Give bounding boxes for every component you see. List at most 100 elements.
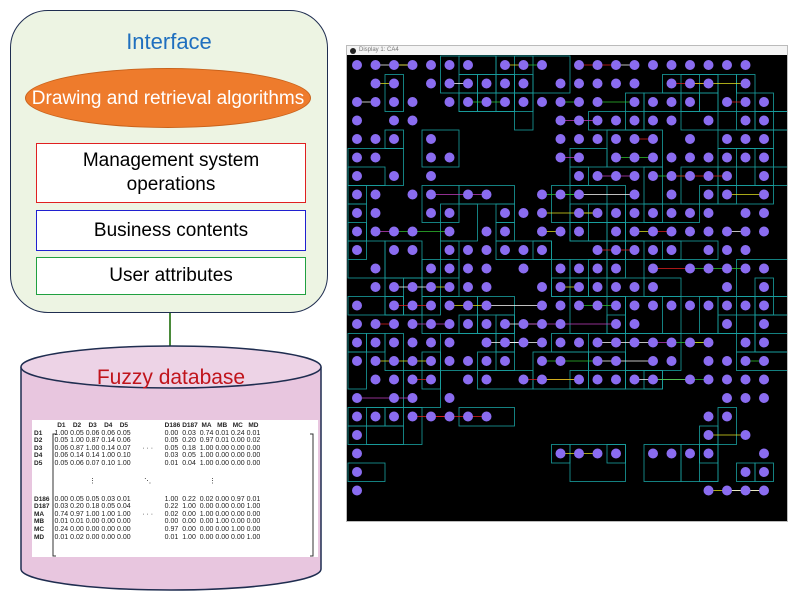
- graph-node: [685, 300, 695, 311]
- graph-node: [722, 152, 732, 163]
- matrix-cell: 0.20: [182, 437, 196, 445]
- graph-node: [444, 226, 455, 237]
- graph-node: [648, 171, 658, 181]
- graph-node: [611, 152, 621, 163]
- matrix-cell: 0.00: [117, 525, 131, 533]
- matrix-cell: 0.97: [164, 525, 179, 533]
- matrix-cell: 1.00: [164, 495, 179, 503]
- graph-node: [592, 78, 603, 89]
- graph-node: [759, 282, 769, 292]
- graph-node: [611, 300, 621, 311]
- graph-node: [426, 411, 436, 422]
- graph-node: [426, 374, 436, 385]
- graph-node: [537, 356, 547, 366]
- graph-node: [389, 319, 399, 329]
- graph-node: [518, 245, 529, 255]
- graph-node: [703, 263, 714, 274]
- graph-node: [722, 300, 732, 311]
- matrix-cell: 0.02: [246, 437, 261, 445]
- graph-node: [426, 356, 436, 366]
- matrix-cell: 0.05: [182, 452, 196, 460]
- matrix-cell: 0.05: [85, 495, 100, 503]
- graph-node: [370, 60, 381, 70]
- graph-node: [759, 393, 769, 403]
- graph-node: [574, 115, 584, 126]
- graph-node: [352, 467, 362, 477]
- graph-node: [592, 263, 603, 274]
- graph-node: [444, 411, 455, 422]
- graph-node: [352, 411, 362, 422]
- matrix-cell: 1.00: [199, 452, 214, 460]
- graph-node: [611, 263, 621, 274]
- matrix-cell: 0.10: [101, 459, 116, 467]
- row-label: D5: [34, 459, 43, 467]
- graph-node: [481, 189, 492, 200]
- graph-node: [740, 226, 751, 237]
- graph-node: [629, 245, 640, 255]
- graph-node: [629, 189, 640, 200]
- matrix-cell: 0.14: [101, 437, 116, 445]
- matrix-cell: 0.00: [231, 452, 245, 460]
- graph-node: [740, 337, 751, 348]
- graph-node: [740, 152, 751, 163]
- graph-node: [648, 356, 658, 366]
- graph-node: [592, 60, 603, 70]
- graph-node: [537, 60, 547, 70]
- graph-node: [666, 448, 677, 459]
- graph-node: [481, 337, 492, 348]
- graph-node: [648, 448, 658, 459]
- graph-node: [481, 226, 492, 237]
- matrix-cell: 1.00: [231, 525, 245, 533]
- matrix-cell: 0.01: [54, 518, 69, 526]
- matrix-cell: 0.18: [182, 444, 196, 452]
- graph-node: [648, 208, 658, 218]
- row-label: MC: [34, 525, 45, 533]
- graph-node: [722, 97, 732, 107]
- matrix-cell: 0.03: [182, 429, 196, 437]
- graph-node: [370, 337, 381, 348]
- matrix-cell: 0.00: [164, 429, 179, 437]
- graph-node: [444, 78, 455, 89]
- interface-panel: Interface Drawing and retrieval algorith…: [10, 10, 328, 313]
- graph-node: [703, 60, 714, 70]
- matrix-cell: 0.04: [117, 503, 131, 511]
- graph-node: [648, 300, 658, 311]
- cluster-cell: [421, 129, 460, 168]
- cluster-cell: [662, 240, 719, 260]
- graph-node: [389, 226, 399, 237]
- graph-node: [481, 78, 492, 89]
- graph-node: [629, 115, 640, 126]
- business-contents-layer: Business contents: [36, 210, 306, 251]
- graph-node: [426, 171, 436, 181]
- graph-node: [574, 78, 584, 89]
- column-header: D2: [72, 422, 82, 429]
- cluster-cell: [736, 148, 756, 168]
- row-label: D186: [34, 495, 50, 503]
- graph-node: [740, 245, 751, 255]
- graph-node: [592, 115, 603, 126]
- matrix-cell: 0.00: [246, 525, 261, 533]
- graph-node: [389, 337, 399, 348]
- graph-node: [574, 226, 584, 237]
- column-header: MB: [217, 422, 228, 429]
- matrix-cell: 0.14: [85, 452, 100, 460]
- graph-node: [444, 300, 455, 311]
- graph-node: [370, 282, 381, 292]
- cluster-cell: [643, 92, 700, 112]
- column-header: D3: [88, 422, 97, 429]
- matrix-cell: 1.00: [199, 444, 214, 452]
- matrix-cell: 0.97: [70, 510, 84, 518]
- row-label: D4: [34, 452, 43, 460]
- matrix-cell: 1.00: [85, 444, 100, 452]
- graph-node: [389, 245, 399, 255]
- column-header: MC: [232, 422, 243, 429]
- graph-node: [463, 78, 473, 89]
- graph-node: [537, 226, 547, 237]
- graph-node: [352, 189, 362, 200]
- graph-node: [574, 171, 584, 181]
- cluster-cell: [699, 444, 719, 482]
- graph-node: [518, 374, 529, 385]
